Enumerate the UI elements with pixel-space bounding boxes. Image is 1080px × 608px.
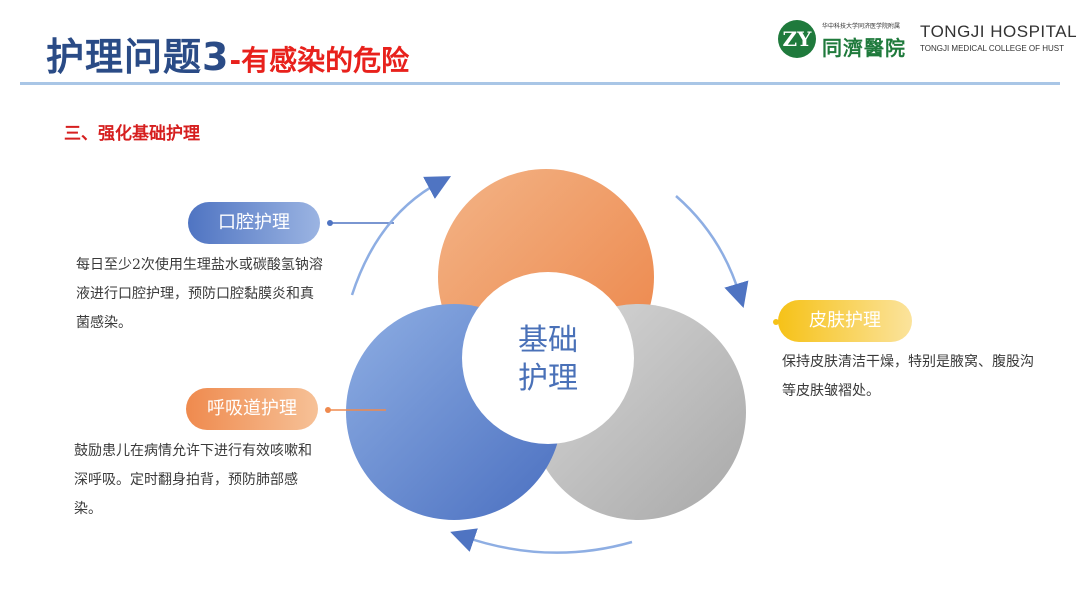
logo-affiliation-text: 华中科技大学同济医学院附属 [822, 23, 901, 30]
page-title: 护理问题3-有感染的危险 [46, 26, 409, 81]
logo-subtitle-en: TONGJI MEDICAL COLLEGE OF HUST [920, 44, 1065, 53]
arrow-top-right [675, 195, 749, 308]
logo-name-cn: 同濟醫院 [822, 36, 906, 60]
respiratory-care-label: 呼吸道护理 [186, 388, 318, 430]
connector-skin-dot [773, 319, 779, 325]
logo-name-en: TONGJI HOSPITAL [920, 22, 1078, 41]
title-subtitle: -有感染的危险 [229, 44, 410, 77]
skin-care-label: 皮肤护理 [778, 300, 912, 342]
center-label: 基础 护理 [498, 322, 598, 398]
center-label-line1: 基础 [518, 323, 578, 358]
oral-care-label: 口腔护理 [188, 202, 320, 244]
hospital-logo: ZY 华中科技大学同济医学院附属 同濟醫院 TONGJI HOSPITAL TO… [778, 18, 1077, 62]
hospital-emblem-icon: ZY [778, 20, 816, 58]
connector-oral-dot [327, 220, 333, 226]
section-heading: 三、强化基础护理 [64, 124, 200, 144]
header-divider [20, 82, 1060, 85]
arrow-top-left [350, 176, 452, 296]
arrow-bottom [450, 528, 633, 554]
center-label-line2: 护理 [518, 361, 578, 396]
title-main: 护理问题3 [46, 35, 230, 79]
respiratory-care-description: 鼓励患儿在病情允许下进行有效咳嗽和深呼吸。定时翻身拍背，预防肺部感染。 [74, 443, 312, 517]
skin-care-description: 保持皮肤清洁干燥，特别是腋窝、腹股沟等皮肤皱褶处。 [782, 354, 1034, 399]
oral-care-description: 每日至少2次使用生理盐水或碳酸氢钠溶液进行口腔护理，预防口腔黏膜炎和真菌感染。 [76, 257, 323, 331]
center-circle [462, 272, 634, 444]
connector-respiratory-dot [325, 407, 331, 413]
